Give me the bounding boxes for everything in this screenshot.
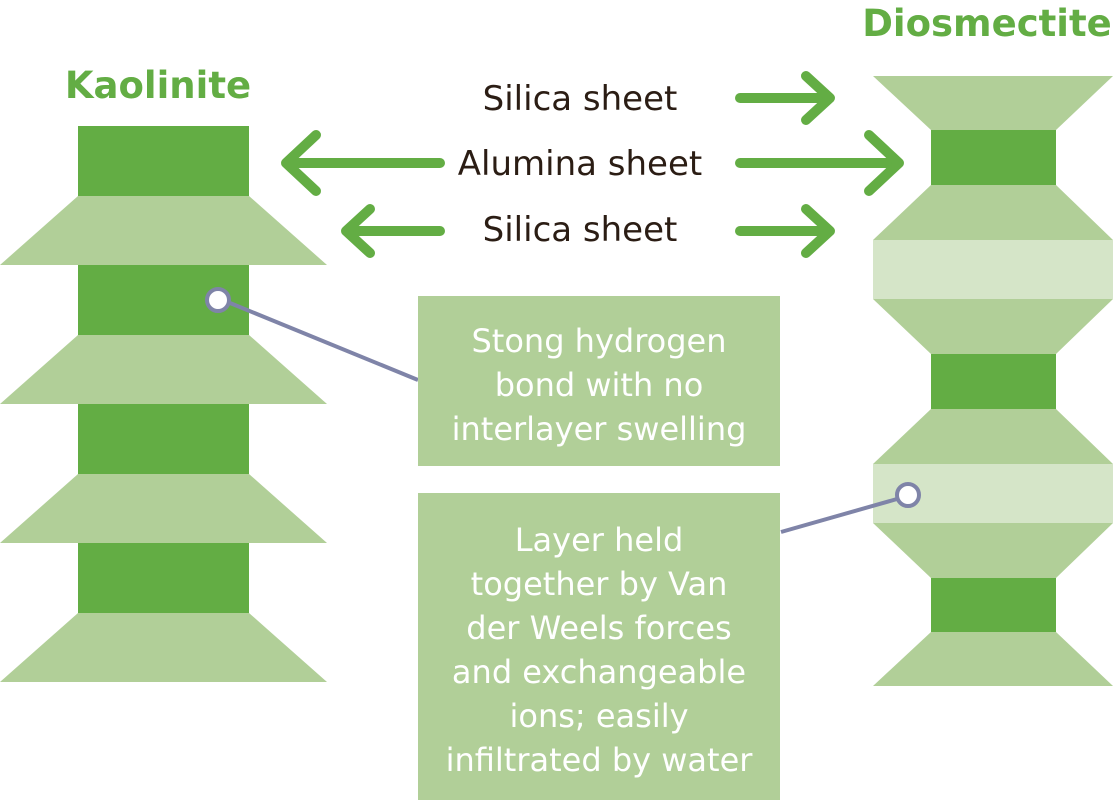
diosmectite-alumina-layer-2 — [931, 354, 1056, 409]
kaolinite-alumina-layer-1 — [78, 126, 249, 196]
diosmectite-silica-layer-3 — [873, 299, 1113, 354]
diosmectite-note-line-2: together by Van — [471, 565, 728, 603]
alumina-sheet-label: Alumina sheet — [458, 144, 702, 184]
diosmectite-silica-layer-4 — [873, 409, 1113, 464]
kaolinite-note-line-1: Stong hydrogen — [471, 322, 726, 360]
diosmectite-stack — [873, 76, 1113, 686]
diosmectite-alumina-layer-1 — [931, 130, 1056, 185]
kaolinite-title: Kaolinite — [65, 64, 251, 107]
diosmectite-note-line-5: ions; easily — [509, 697, 688, 735]
diosmectite-note-line-4: and exchangeable — [452, 653, 746, 691]
diosmectite-interlayer-1 — [873, 240, 1113, 299]
kaolinite-connector-dot — [205, 287, 231, 313]
kaolinite-silica-layer-1 — [0, 196, 327, 265]
kaolinite-alumina-layer-3 — [78, 404, 249, 474]
silica-bottom-right-arrow — [735, 204, 835, 258]
kaolinite-note-background — [418, 296, 780, 466]
silica-sheet-label-top: Silica sheet — [483, 79, 678, 119]
diosmectite-note-line-3: der Weels forces — [466, 609, 731, 647]
diosmectite-note-box: Layer held together by Van der Weels for… — [418, 493, 780, 800]
diosmectite-title: Diosmectite — [862, 2, 1112, 45]
kaolinite-note-line-2: bond with no — [495, 366, 704, 404]
kaolinite-connector-line — [229, 301, 419, 382]
diosmectite-note-line-1: Layer held — [515, 521, 684, 559]
alumina-right-arrow — [735, 130, 904, 196]
alumina-left-arrow — [281, 130, 445, 196]
kaolinite-silica-layer-3 — [0, 474, 327, 543]
kaolinite-note-line-3: interlayer swelling — [452, 410, 747, 448]
silica-bottom-left-arrow — [341, 204, 445, 258]
kaolinite-alumina-layer-4 — [78, 543, 249, 613]
kaolinite-stack — [0, 126, 327, 682]
kaolinite-note-box: Stong hydrogen bond with no interlayer s… — [418, 296, 780, 466]
diosmectite-alumina-layer-3 — [931, 578, 1056, 632]
diosmectite-note-background — [418, 493, 780, 800]
diosmectite-silica-layer-5 — [873, 523, 1113, 578]
diosmectite-connector-line — [780, 497, 898, 534]
diosmectite-connector-dot — [895, 482, 921, 508]
kaolinite-silica-layer-4 — [0, 613, 327, 682]
diosmectite-silica-layer-1 — [873, 76, 1113, 130]
diosmectite-silica-layer-6 — [873, 632, 1113, 686]
diosmectite-silica-layer-2 — [873, 185, 1113, 240]
silica-sheet-label-bottom: Silica sheet — [483, 210, 678, 250]
kaolinite-silica-layer-2 — [0, 335, 327, 404]
diosmectite-note-line-6: infiltrated by water — [446, 741, 754, 779]
silica-top-right-arrow — [735, 71, 835, 125]
